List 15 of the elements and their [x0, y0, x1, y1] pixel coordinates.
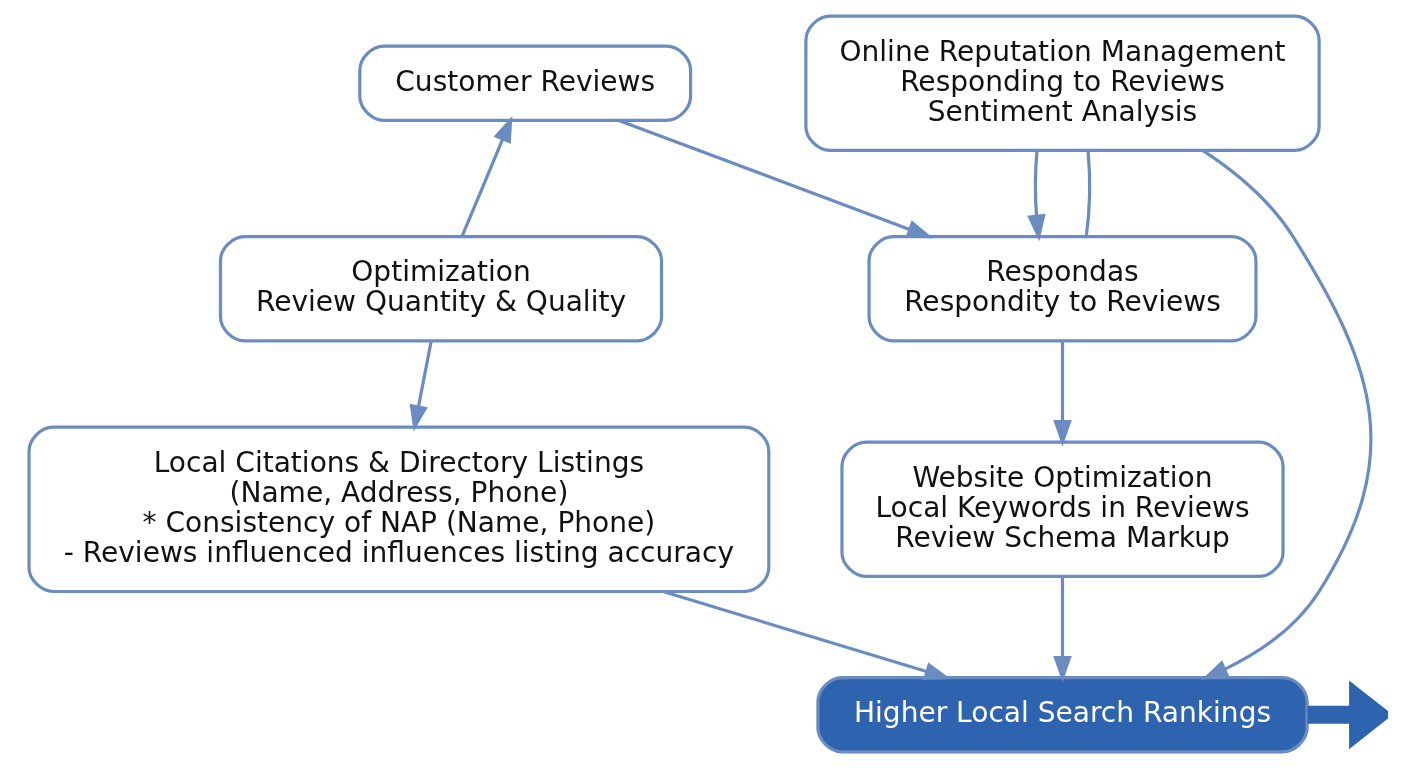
arrow	[460, 115, 512, 237]
arrow	[1201, 149, 1372, 680]
node-box: Online Reputation Management Responding to Reviews Sentiment Analysis	[803, 14, 1321, 153]
arrow	[409, 340, 433, 432]
arrow	[1026, 150, 1046, 242]
node-box: Customer Reviews	[357, 44, 692, 122]
node-box: Optimization Review Quantity & Quality	[218, 235, 663, 343]
arrow	[1052, 576, 1072, 683]
node-box: Website Optimization Local Keywords in Reviews Review Schema Markup	[839, 440, 1285, 579]
node-box: Respondas Respondity to Reviews	[866, 235, 1258, 343]
node-box: Higher Local Search Rankings	[815, 676, 1309, 754]
node-box: Local Citations & Directory Listings (Name, Address, Phone) * Consistency of NAP (Name, Phone) - Reviews influenced influences listing accuracy	[26, 425, 770, 594]
arrow	[1052, 341, 1072, 447]
connector	[1084, 150, 1091, 237]
arrow	[1307, 680, 1388, 750]
